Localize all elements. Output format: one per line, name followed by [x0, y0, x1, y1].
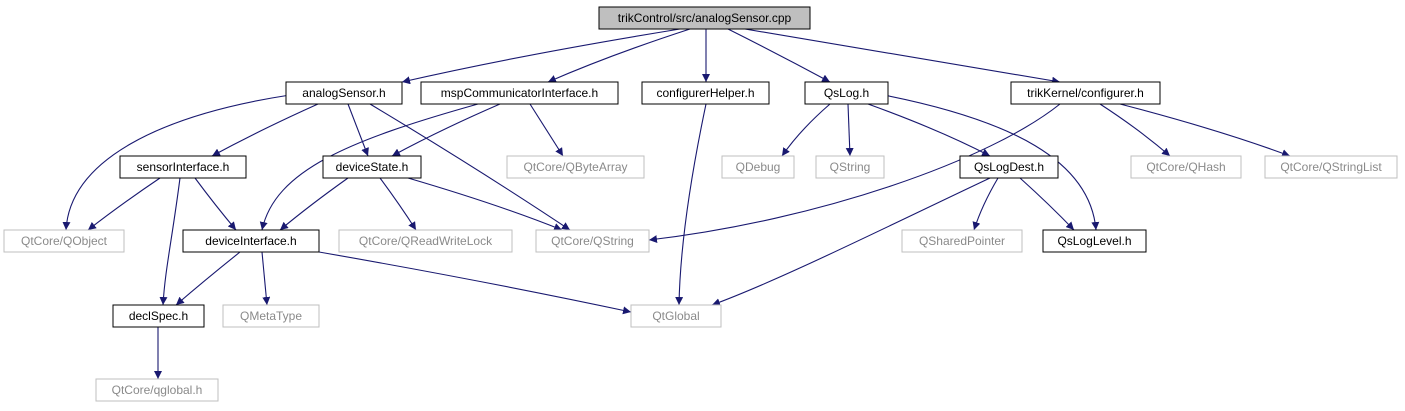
edge-deviceInterface-QMetaType [261, 251, 271, 306]
node-configurerHelper-h-label: configurerHelper.h [656, 86, 754, 100]
edge-root-msp [547, 28, 691, 83]
edge-root-analogSensor [401, 28, 681, 85]
edge-msp-QByteArray [529, 103, 564, 157]
node-QtCore-qglobal-h-label: QtCore/qglobal.h [112, 383, 203, 397]
dependency-edges [62, 28, 1291, 379]
node-QString[interactable]: QString [815, 155, 885, 179]
node-QtCore-QObject-label: QtCore/QObject [21, 234, 108, 248]
node-QMetaType-label: QMetaType [240, 309, 302, 323]
edge-sensorInterface-QObject [87, 177, 161, 231]
edge-QsLogDest-QtGlobal [711, 177, 991, 306]
node-deviceState-h-label: deviceState.h [336, 160, 409, 174]
edge-configurer-QStringList [1119, 103, 1291, 157]
node-QtGlobal[interactable]: QtGlobal [630, 304, 722, 328]
node-QtCore-QByteArray-label: QtCore/QByteArray [523, 160, 627, 174]
node-QsLogLevel-h-label: QsLogLevel.h [1057, 234, 1131, 248]
node-QtCore-QReadWriteLock[interactable]: QtCore/QReadWriteLock [338, 229, 513, 253]
edge-root-QsLog [727, 28, 831, 83]
node-trikKernel-configurer-h[interactable]: trikKernel/configurer.h [1010, 81, 1161, 105]
node-QtCore-QByteArray[interactable]: QtCore/QByteArray [506, 155, 645, 179]
edge-deviceState-QtCoreQString [407, 177, 563, 231]
edge-deviceInterface-declSpec [175, 251, 241, 306]
node-QDebug-label: QDebug [736, 160, 781, 174]
edge-root-configurer [744, 28, 1061, 85]
node-QsLog-h[interactable]: QsLog.h [804, 81, 889, 105]
node-root-file[interactable]: trikControl/src/analogSensor.cpp [598, 6, 811, 30]
node-sensorInterface-h[interactable]: sensorInterface.h [119, 155, 247, 179]
edge-deviceState-QReadWriteLock [379, 177, 417, 231]
edge-configurerHelper-QtGlobal [675, 103, 707, 306]
node-analogSensor-h-label: analogSensor.h [302, 86, 385, 100]
edge-analogSensor-deviceState [347, 103, 369, 157]
edge-msp-deviceState [391, 103, 501, 157]
node-QSharedPointer-label: QSharedPointer [919, 234, 1005, 248]
node-QtCore-QHash[interactable]: QtCore/QHash [1130, 155, 1242, 179]
edge-sensorInterface-deviceInterface [194, 177, 237, 231]
node-QtCore-QReadWriteLock-label: QtCore/QReadWriteLock [359, 234, 493, 248]
edge-QsLog-QDebug [781, 103, 831, 157]
edge-analogSensor-QtCoreQString [369, 103, 571, 231]
edge-analogSensor-QObject [62, 94, 291, 231]
node-QsLogDest-h-label: QsLogDest.h [974, 160, 1044, 174]
edge-sensorInterface-declSpec [159, 177, 181, 306]
node-deviceInterface-h-label: deviceInterface.h [205, 234, 296, 248]
node-QString-label: QString [830, 160, 871, 174]
edge-configurer-QHash [1099, 103, 1171, 157]
node-analogSensor-h[interactable]: analogSensor.h [285, 81, 403, 105]
node-mspCommunicatorInterface-h-label: mspCommunicatorInterface.h [441, 86, 598, 100]
node-QtCore-QHash-label: QtCore/QHash [1146, 160, 1225, 174]
node-declSpec-h-label: declSpec.h [129, 309, 188, 323]
edge-QsLogDest-QsLogLevel [1019, 177, 1075, 231]
edge-deviceState-deviceInterface [279, 177, 349, 231]
edge-QsLog-QsLogDest [867, 103, 991, 157]
node-QsLogDest-h[interactable]: QsLogDest.h [959, 155, 1059, 179]
node-QtCore-QStringList-label: QtCore/QStringList [1280, 160, 1382, 174]
node-mspCommunicatorInterface-h[interactable]: mspCommunicatorInterface.h [420, 81, 619, 105]
node-QsLog-h-label: QsLog.h [824, 86, 869, 100]
node-QMetaType[interactable]: QMetaType [222, 304, 320, 328]
node-sensorInterface-h-label: sensorInterface.h [137, 160, 230, 174]
node-QsLogLevel-h[interactable]: QsLogLevel.h [1042, 229, 1147, 253]
node-QDebug[interactable]: QDebug [721, 155, 795, 179]
edge-QsLogDest-QSharedPointer [972, 177, 999, 231]
node-QtCore-QString[interactable]: QtCore/QString [535, 229, 650, 253]
node-root-file-label: trikControl/src/analogSensor.cpp [618, 11, 792, 25]
node-declSpec-h[interactable]: declSpec.h [112, 304, 205, 328]
edge-QsLog-QString [845, 103, 854, 157]
node-configurerHelper-h[interactable]: configurerHelper.h [641, 81, 770, 105]
node-QtCore-qglobal-h[interactable]: QtCore/qglobal.h [95, 378, 219, 402]
edge-deviceInterface-QtGlobal [318, 251, 632, 315]
node-deviceState-h[interactable]: deviceState.h [322, 155, 422, 179]
node-QSharedPointer[interactable]: QSharedPointer [901, 229, 1023, 253]
node-QtCore-QString-label: QtCore/QString [551, 234, 634, 248]
node-QtGlobal-label: QtGlobal [652, 309, 699, 323]
edge-configurer-QtCoreQString [648, 103, 1061, 244]
node-deviceInterface-h[interactable]: deviceInterface.h [182, 229, 320, 253]
node-trikKernel-configurer-h-label: trikKernel/configurer.h [1027, 86, 1144, 100]
node-QtCore-QStringList[interactable]: QtCore/QStringList [1264, 155, 1398, 179]
edge-QsLog-QsLogLevel [883, 94, 1100, 231]
node-QtCore-QObject[interactable]: QtCore/QObject [3, 229, 125, 253]
edge-analogSensor-sensorInterface [211, 103, 319, 157]
